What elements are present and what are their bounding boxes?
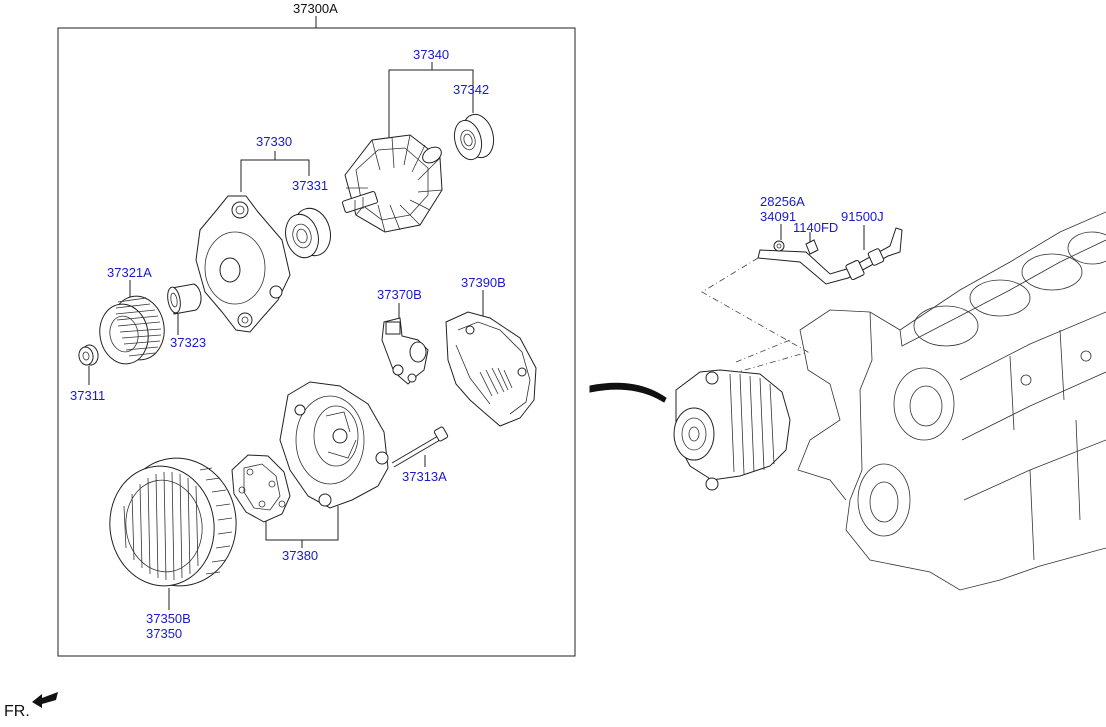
label-37340: 37340 [413,47,449,62]
label-37321a: 37321A [107,265,152,280]
front-bracket-part[interactable] [195,195,291,333]
front-direction-arrow-icon [32,692,58,708]
rear-cover-part[interactable] [445,311,537,427]
rotor-bearing-part[interactable] [450,111,498,163]
label-37323: 37323 [170,335,206,350]
label-34091: 34091 [760,209,796,224]
label-37342: 37342 [453,82,489,97]
front-direction-label: FR. [4,703,30,720]
label-37390b: 37390B [461,275,506,290]
nut-part[interactable] [78,344,100,366]
label-37311: 37311 [70,388,105,403]
label-37350: 37350 [146,626,182,641]
rotor-part[interactable] [341,134,444,233]
engine-block [797,211,1106,591]
stator-part[interactable] [102,451,244,594]
through-bolt-part[interactable] [391,426,449,468]
front-bearing-part[interactable] [281,204,336,261]
regulator-part[interactable] [381,317,429,385]
pulley-part[interactable] [95,292,169,368]
label-37313a: 37313A [402,469,447,484]
label-37380: 37380 [282,548,318,563]
label-37300a: 37300A [293,1,338,16]
label-37370b: 37370B [377,287,422,302]
label-28256a: 28256A [760,194,805,209]
label-37350b: 37350B [146,611,191,626]
installed-alternator [673,369,791,491]
label-37331: 37331 [292,178,328,193]
wiring-part [757,227,903,285]
label-1140fd: 1140FD [793,220,838,235]
spacer-part[interactable] [166,283,202,315]
label-91500j: 91500J [841,209,884,224]
label-37330: 37330 [256,134,292,149]
pointer-arrow [589,382,667,403]
rear-bracket-part[interactable] [279,381,389,509]
rectifier-part[interactable] [231,454,291,523]
